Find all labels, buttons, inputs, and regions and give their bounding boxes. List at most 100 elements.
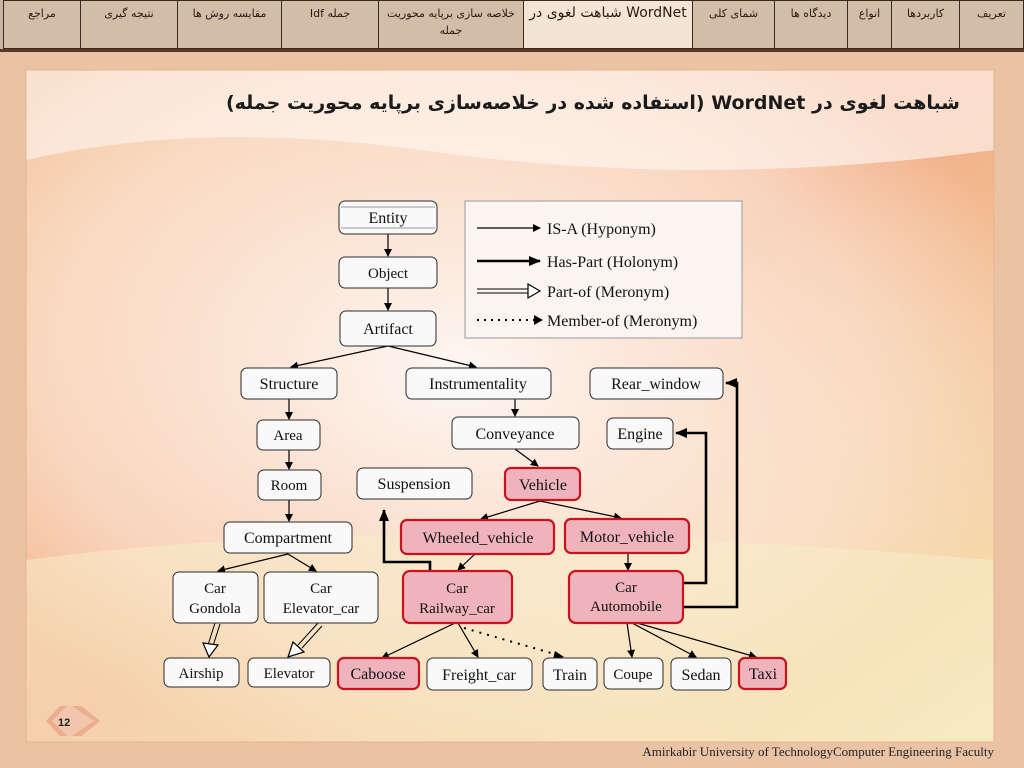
- page-number: 12: [58, 717, 70, 729]
- node-compartment-label: Compartment: [244, 530, 333, 547]
- node-caboose-label: Caboose: [350, 666, 405, 683]
- node-car-automobile-line2: Automobile: [590, 599, 662, 615]
- nav-tab-wordnet-similarity[interactable]: شباهت لغوی در WordNet: [524, 0, 693, 49]
- legend-member-of: Member-of (Meronym): [477, 313, 697, 330]
- edge-compartment-elevatorcar: [287, 553, 317, 572]
- node-car-gondola-line2: Gondola: [189, 601, 241, 617]
- edge-automobile-taxi: [636, 622, 757, 659]
- node-taxi-label: Taxi: [749, 666, 778, 683]
- nav-tab-conclusion[interactable]: نتیجه گیری: [81, 0, 178, 49]
- edge-automobile-engine: [675, 428, 708, 585]
- diagram-edges: [202, 234, 757, 659]
- node-elevator: Elevator: [247, 657, 331, 688]
- edge-automobile-coupe: [626, 622, 635, 658]
- edge-artifact-structure: [290, 345, 389, 370]
- legend-has-part: Has-Part (Holonym): [477, 254, 678, 271]
- node-freight-car-label: Freight_car: [442, 667, 516, 684]
- node-artifact-label: Artifact: [363, 321, 413, 338]
- node-engine: Engine: [606, 417, 674, 450]
- nav-tab-references[interactable]: مراجع: [3, 0, 81, 49]
- nav-tab-definition[interactable]: تعریف: [960, 0, 1024, 49]
- node-car-elevator-car: Car Elevator_car: [263, 571, 379, 624]
- page-number-badge: 12: [46, 706, 100, 736]
- legend-has-part-label: Has-Part (Holonym): [547, 254, 678, 271]
- node-object-label: Object: [368, 266, 409, 282]
- node-conveyance-label: Conveyance: [475, 426, 554, 443]
- node-compartment: Compartment: [223, 521, 353, 554]
- nav-tab-applications[interactable]: کاربردها: [892, 0, 960, 49]
- node-instrumentality-label: Instrumentality: [429, 376, 527, 393]
- nav-tab-comparison[interactable]: مقایسه روش ها: [178, 0, 282, 49]
- node-airship: Airship: [163, 657, 240, 688]
- node-conveyance: Conveyance: [451, 416, 580, 450]
- node-train: Train: [542, 657, 598, 691]
- top-navigation: تعریف کاربردها انواع دیدگاه ها شمای کلی …: [0, 0, 1024, 52]
- node-train-label: Train: [553, 667, 587, 684]
- node-sedan-label: Sedan: [681, 667, 720, 684]
- node-sedan: Sedan: [670, 657, 732, 691]
- edge-artifact-instrumentality: [387, 345, 477, 370]
- nav-tab-types[interactable]: انواع: [848, 0, 892, 49]
- edge-gondola-airship: [202, 622, 221, 659]
- legend-part-of-label: Part-of (Meronym): [547, 284, 669, 301]
- edge-conveyance-vehicle: [514, 448, 539, 467]
- node-motor-vehicle: Motor_vehicle: [563, 517, 691, 555]
- node-wheeled-vehicle-label: Wheeled_vehicle: [422, 530, 533, 547]
- node-entity-label: Entity: [368, 210, 407, 227]
- edge-railway-caboose: [381, 622, 456, 659]
- node-motor-vehicle-label: Motor_vehicle: [580, 529, 674, 546]
- node-rear-window: Rear_window: [589, 367, 724, 400]
- node-freight-car: Freight_car: [426, 657, 533, 691]
- edge-vehicle-motor: [539, 500, 622, 521]
- node-airship-label: Airship: [179, 666, 224, 682]
- node-suspension-label: Suspension: [378, 476, 451, 493]
- node-car-automobile: Car Automobile: [567, 569, 685, 625]
- edge-vehicle-wheeled: [480, 500, 541, 521]
- node-coupe: Coupe: [603, 657, 664, 690]
- node-car-elevator-car-line2: Elevator_car: [283, 601, 360, 617]
- node-room: Room: [257, 469, 322, 501]
- legend: IS-A (Hyponym) Has-Part (Holonym) Part-o…: [464, 200, 743, 339]
- nav-tab-idf[interactable]: Idf جمله: [282, 0, 379, 49]
- node-suspension: Suspension: [356, 467, 473, 500]
- edge-automobile-sedan: [631, 622, 697, 658]
- node-area-label: Area: [273, 428, 302, 444]
- legend-part-of: Part-of (Meronym): [477, 282, 669, 301]
- node-instrumentality: Instrumentality: [405, 367, 552, 400]
- node-car-gondola-line1: Car: [204, 581, 226, 597]
- edge-railway-train-member: [463, 627, 559, 656]
- node-car-railway-car: Car Railway_car: [401, 569, 514, 625]
- node-car-railway-car-line1: Car: [446, 581, 468, 597]
- edge-compartment-gondola: [217, 553, 289, 574]
- legend-is-a: IS-A (Hyponym): [477, 221, 656, 238]
- node-structure: Structure: [240, 367, 338, 400]
- diagram-nodes: Entity Object Artifact Structure Instrum…: [163, 200, 788, 691]
- node-vehicle: Vehicle: [503, 466, 582, 502]
- nav-tab-viewpoints[interactable]: دیدگاه ها: [775, 0, 848, 49]
- node-vehicle-label: Vehicle: [519, 477, 567, 494]
- node-entity: Entity: [338, 200, 438, 235]
- edge-elevatorcar-elevator: [287, 622, 323, 658]
- edge-railway-suspension: [379, 509, 432, 570]
- node-engine-label: Engine: [617, 426, 662, 443]
- node-rear-window-label: Rear_window: [611, 376, 701, 393]
- node-object: Object: [338, 256, 438, 289]
- edge-automobile-rearwindow: [684, 378, 739, 609]
- node-taxi: Taxi: [737, 656, 788, 691]
- edge-wheeled-railway: [457, 553, 476, 571]
- node-wheeled-vehicle: Wheeled_vehicle: [399, 518, 556, 556]
- node-caboose: Caboose: [336, 656, 421, 691]
- legend-is-a-label: IS-A (Hyponym): [547, 221, 656, 238]
- nav-tab-centrality-summarization[interactable]: خلاصه سازی برپایه محوریت جمله: [379, 0, 524, 49]
- legend-member-of-label: Member-of (Meronym): [547, 313, 697, 330]
- slide-footer: Amirkabir University of TechnologyComput…: [642, 744, 994, 759]
- node-car-railway-car-line2: Railway_car: [419, 601, 495, 617]
- node-elevator-label: Elevator: [264, 666, 315, 682]
- node-area: Area: [256, 419, 321, 451]
- node-car-automobile-line1: Car: [615, 580, 637, 596]
- node-room-label: Room: [271, 478, 308, 494]
- node-structure-label: Structure: [260, 376, 319, 393]
- nav-tab-overview[interactable]: شمای کلی: [693, 0, 775, 49]
